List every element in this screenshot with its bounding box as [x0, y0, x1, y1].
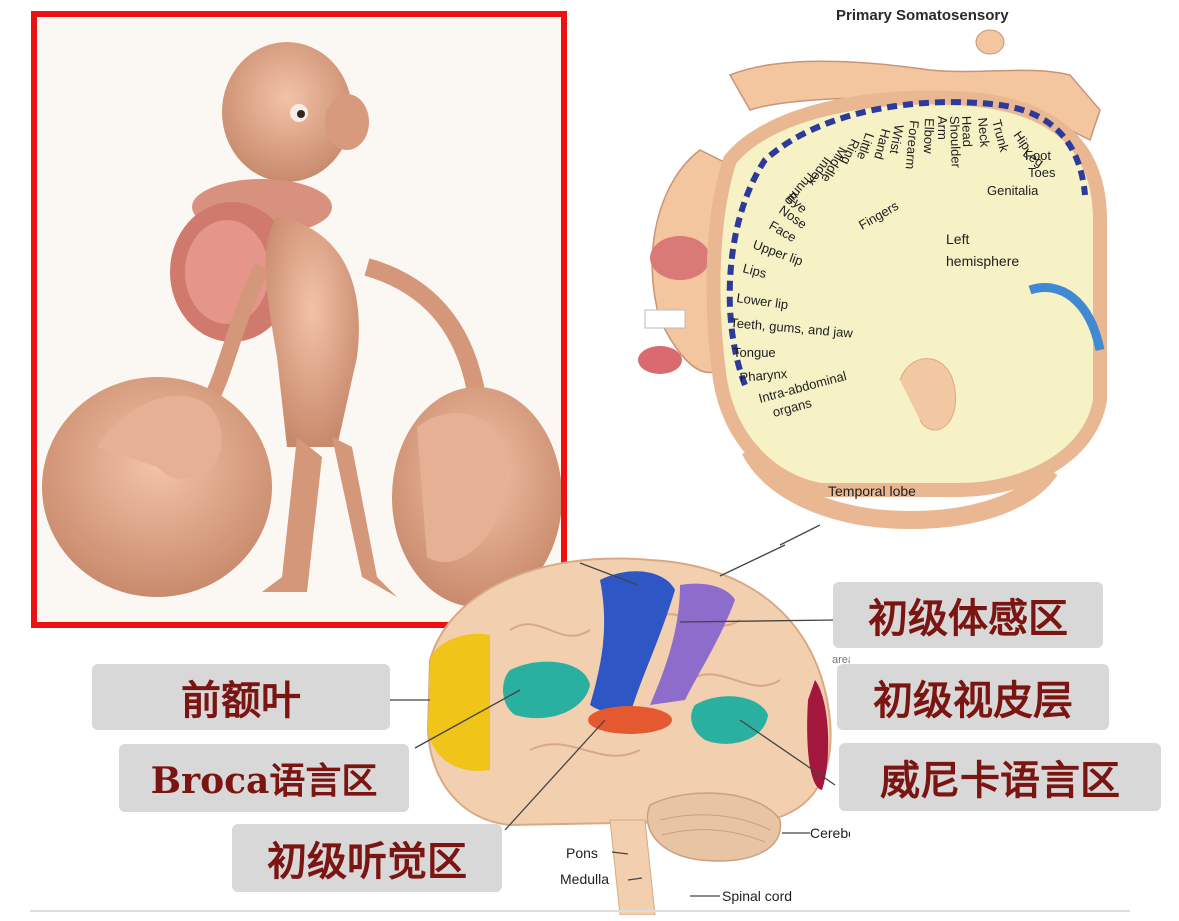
label-area-fragment: area	[832, 654, 850, 666]
label-hemisphere: hemisphere	[946, 253, 1019, 269]
somatosensory-title: Primary Somatosensory	[836, 7, 1009, 24]
label-neck: Neck	[975, 117, 993, 148]
cerebellum-shape	[646, 792, 782, 862]
label-wrist: Wrist	[887, 123, 907, 155]
label-primary-somatosensory-cn: 初级体感区	[833, 582, 1103, 648]
homunculus-teeth	[644, 309, 686, 329]
label-cerebellum: Cerebellum	[810, 825, 850, 841]
label-wernicke-cn: 威尼卡语言区	[839, 743, 1161, 811]
label-broca-cn: Broca语言区	[119, 744, 409, 812]
homunculus-tongue	[638, 346, 682, 374]
label-spinal-cord: Spinal cord	[722, 888, 792, 904]
homunculus-figure-frame	[31, 11, 567, 628]
label-left: Left	[946, 231, 969, 247]
label-toes: Toes	[1028, 165, 1056, 180]
label-tongue: Tongue	[733, 345, 776, 360]
label-pharynx: Pharynx	[739, 366, 788, 385]
label-lower-lip: Lower lip	[736, 290, 790, 312]
label-medulla: Medulla	[560, 871, 609, 887]
label-shoulder: Shoulder	[947, 116, 964, 169]
label-prefrontal-cn: 前额叶	[92, 664, 390, 730]
homunculus-lips	[650, 236, 710, 280]
somatosensory-hemisphere-diagram: Trunk Hip Leg Foot Toes Genitalia Neck H…	[638, 29, 1107, 546]
label-genitalia: Genitalia	[987, 183, 1039, 198]
lateral-brain-diagram: area Cerebellum Pons Medulla Spinal cord	[390, 544, 850, 915]
somatosensory-cortex-band	[726, 99, 1088, 387]
visual-cortex-region	[807, 680, 829, 790]
label-elbow: Elbow	[921, 118, 937, 155]
label-arm: Arm	[935, 116, 950, 140]
broca-region	[503, 661, 590, 719]
label-head: Head	[959, 116, 975, 148]
label-lips: Lips	[741, 260, 768, 281]
somatosensory-region	[650, 583, 735, 705]
label-pons: Pons	[566, 845, 598, 861]
hemisphere-cross-section	[706, 90, 1107, 497]
wernicke-region	[691, 696, 768, 744]
bottom-divider	[30, 910, 1130, 912]
brainstem	[609, 819, 656, 915]
homunculus-illustration	[42, 42, 561, 607]
label-forearm: Forearm	[903, 120, 922, 170]
prefrontal-region	[428, 633, 490, 771]
label-temporal-lobe: Temporal lobe	[828, 483, 916, 499]
label-primary-auditory-cn: 初级听觉区	[232, 824, 502, 892]
label-primary-visual-cortex-cn: 初级视皮层	[837, 664, 1109, 730]
label-foot: Foot	[1025, 148, 1051, 163]
motor-cortex-region	[590, 571, 675, 715]
auditory-region	[588, 706, 672, 734]
